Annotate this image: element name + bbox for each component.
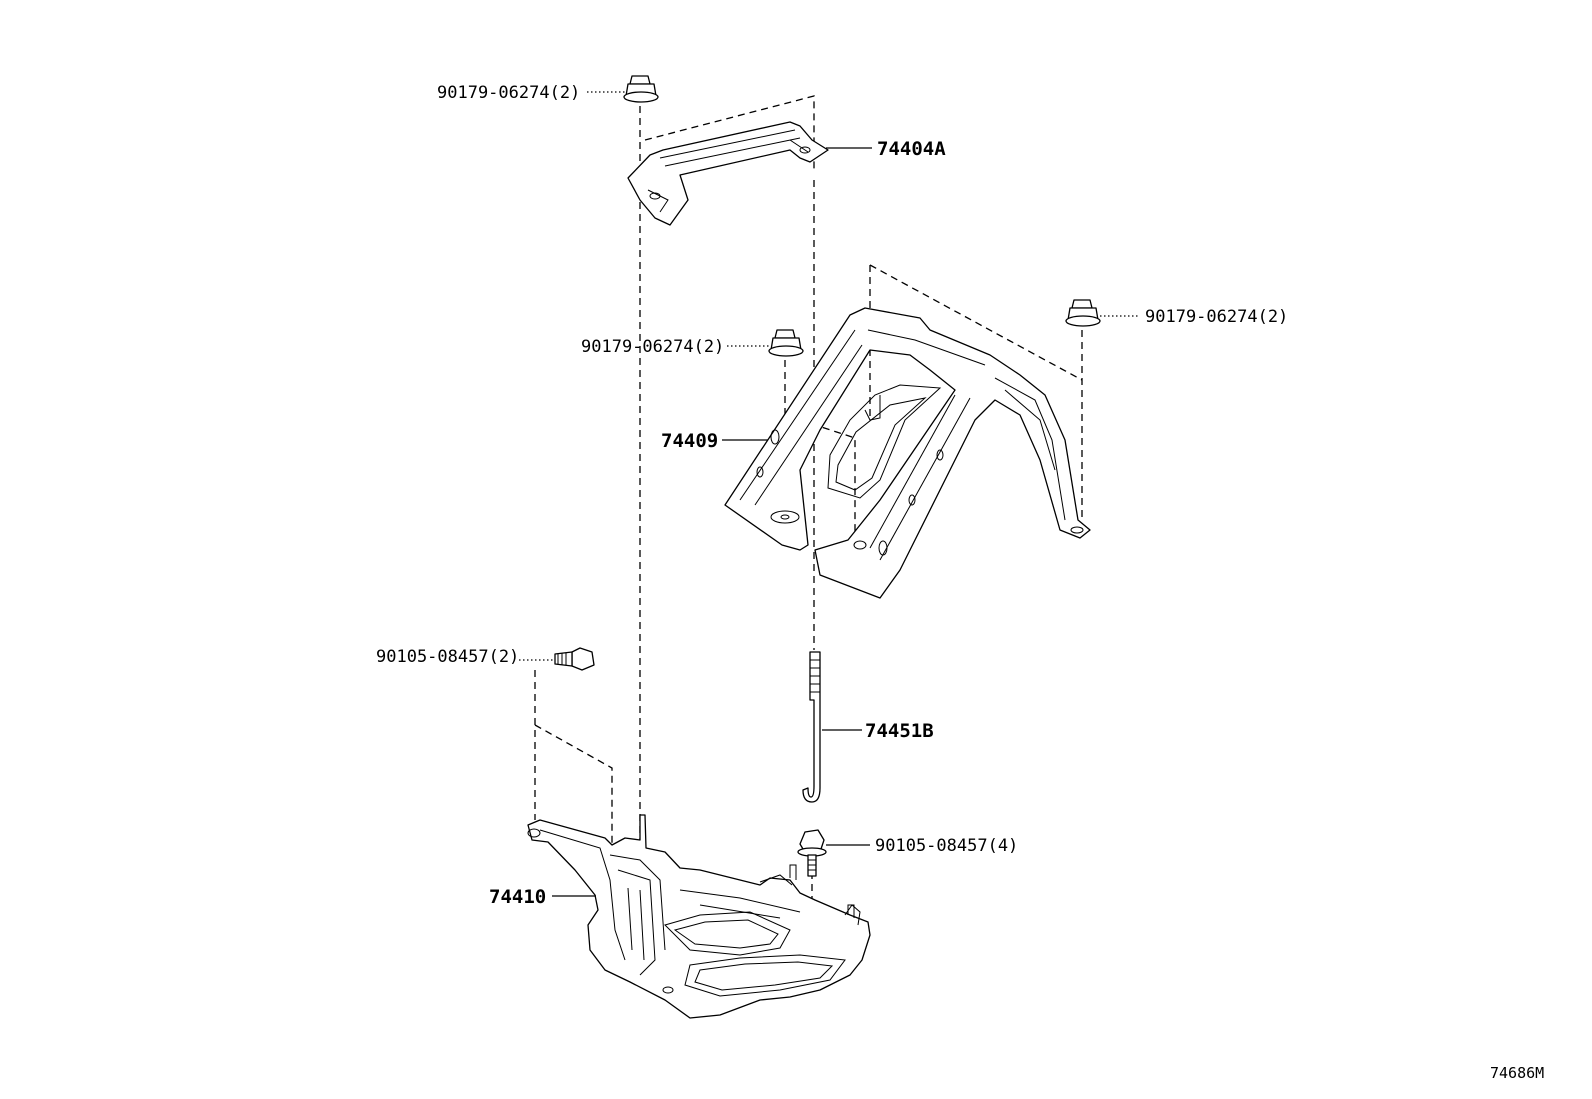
nut-top-part	[623, 75, 659, 103]
label-bolt-left: 90105-08457(2)	[376, 647, 519, 667]
bolt-left-part	[554, 647, 595, 671]
label-frame: 74409	[661, 430, 718, 452]
assembly-dashed-lines	[534, 95, 1083, 921]
bolt-right-part	[797, 829, 827, 877]
label-clamp: 74404A	[877, 138, 946, 160]
label-tray: 74410	[489, 886, 546, 908]
label-rod: 74451B	[865, 720, 934, 742]
nut-right-part	[1065, 299, 1101, 327]
clamp-part	[627, 121, 829, 226]
diagram-code: 74686M	[1490, 1064, 1544, 1082]
nut-mid-part	[768, 329, 804, 357]
frame-part	[724, 307, 1091, 599]
tray-part	[527, 814, 871, 1019]
label-bolt-right: 90105-08457(4)	[875, 836, 1018, 856]
rod-part	[802, 651, 821, 803]
label-nut-right: 90179-06274(2)	[1145, 307, 1288, 327]
label-nut-top: 90179-06274(2)	[437, 83, 580, 103]
label-nut-mid: 90179-06274(2)	[581, 337, 724, 357]
